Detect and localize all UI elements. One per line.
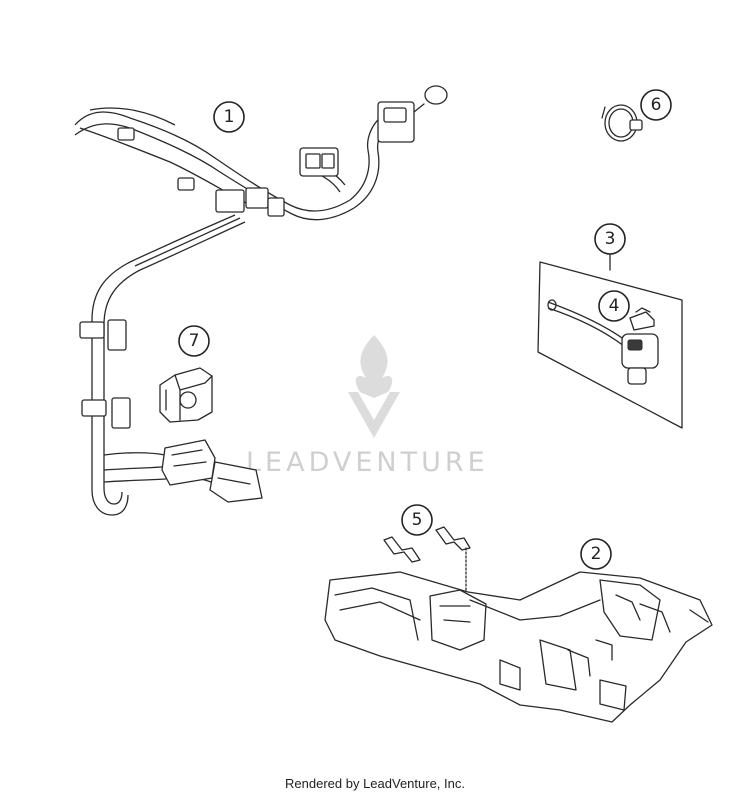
- svg-text:4: 4: [609, 296, 620, 316]
- watermark: LEADVENTURE: [246, 335, 489, 478]
- wiring-harness: [74, 85, 448, 516]
- harness-clip: [81, 399, 107, 417]
- svg-text:6: 6: [651, 95, 662, 115]
- flame-logo-icon: [348, 335, 400, 438]
- callout-3: 3: [594, 223, 626, 255]
- harness-clip: [79, 321, 105, 339]
- harness-connector: [215, 189, 245, 213]
- watermark-text: LEADVENTURE: [246, 447, 489, 478]
- kit-outline: [537, 261, 683, 429]
- callout-4: 4: [598, 290, 630, 322]
- harness-clip: [111, 397, 131, 429]
- harness-connector: [267, 197, 285, 217]
- hose-clamp-6: [601, 104, 643, 142]
- harness-connector: [117, 127, 135, 141]
- tray-housing-2: [324, 571, 713, 723]
- footer-credit: Rendered by LeadVenture, Inc.: [285, 776, 465, 791]
- callout-6: 6: [640, 89, 672, 121]
- callout-2: 2: [580, 538, 612, 570]
- callout-7: 7: [178, 325, 210, 357]
- sensor-body: [621, 333, 659, 369]
- callout-1: 1: [213, 101, 245, 133]
- svg-text:7: 7: [189, 331, 200, 351]
- harness-connector: [161, 439, 216, 486]
- ring-terminal: [424, 85, 448, 105]
- svg-text:1: 1: [224, 107, 235, 127]
- harness-clip: [107, 319, 127, 351]
- harness-connector: [177, 177, 195, 191]
- svg-text:5: 5: [412, 510, 423, 530]
- callout-5: 5: [401, 504, 433, 536]
- bracket-5: [383, 526, 471, 605]
- sensor-kit-box: [537, 251, 683, 429]
- cap-4: [629, 307, 655, 331]
- svg-text:2: 2: [591, 544, 602, 564]
- connector-block-7: [159, 367, 213, 423]
- svg-text:3: 3: [605, 229, 616, 249]
- harness-connector: [245, 187, 269, 209]
